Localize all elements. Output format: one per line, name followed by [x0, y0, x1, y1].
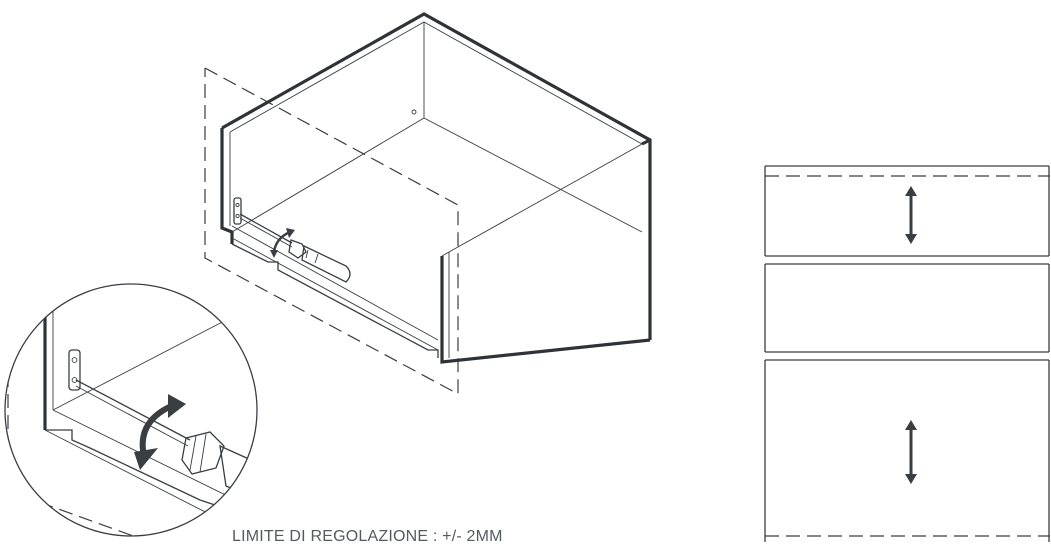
vertical-double-arrow-icon: [905, 186, 917, 244]
drawer-box: [220, 12, 652, 364]
bottom-drawer-front: [764, 359, 1050, 542]
screwdriver-icon: [239, 213, 351, 283]
front-panel-dashed-outline: [204, 67, 459, 396]
middle-drawer-front: [764, 263, 1050, 353]
drawer-illustration: [204, 12, 652, 396]
rotation-arrow-icon: [270, 228, 295, 258]
drawer-fronts-diagram: [764, 165, 1050, 542]
vertical-double-arrow-icon: [905, 420, 917, 484]
adjustment-limit-caption: LIMITE DI REGOLAZIONE : +/- 2MM: [232, 528, 503, 545]
detail-zoom-circle: [4, 283, 258, 537]
rotation-arrow-icon: [134, 394, 186, 470]
top-drawer-front: [764, 165, 1050, 257]
